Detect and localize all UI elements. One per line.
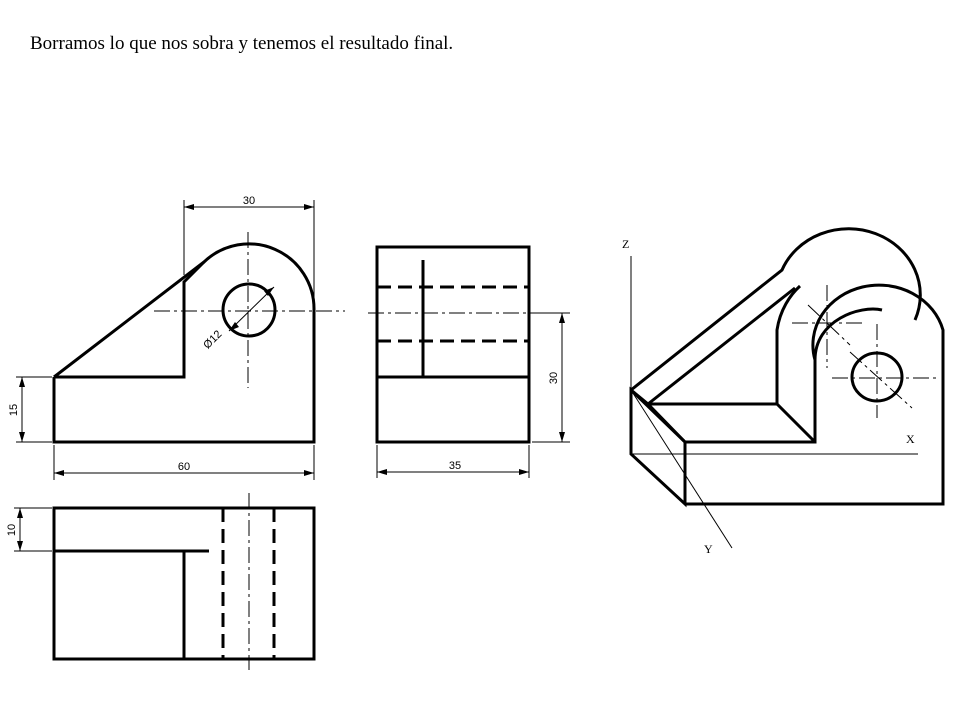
iso-notch-floor — [646, 402, 817, 444]
dim-arrow — [184, 204, 194, 210]
dim-label-front-top: 30 — [243, 195, 255, 207]
iso-front-face — [629, 386, 687, 508]
dim-arrow — [377, 469, 387, 475]
axis-label-z: Z — [622, 237, 629, 251]
axis-label-y: Y — [704, 542, 713, 556]
front-view: 30 60 15 Ø12 — [8, 195, 345, 480]
dim-arrow — [54, 470, 64, 476]
dim-label-top-depth: 10 — [6, 524, 18, 536]
iso-centerline-back-d — [807, 304, 851, 346]
side-view-outline — [375, 245, 531, 444]
dim-arrow — [304, 204, 314, 210]
dim-arrow — [264, 287, 274, 296]
front-view-hole — [221, 282, 277, 338]
iso-centerline-d — [849, 351, 913, 409]
dim-arrow — [19, 432, 25, 442]
dim-arrow — [229, 322, 239, 331]
iso-slope-top — [630, 227, 922, 392]
dim-label-front-base: 15 — [8, 404, 20, 416]
dim-arrow — [559, 313, 565, 323]
dim-arrow — [17, 508, 23, 518]
diameter-leader — [228, 286, 275, 332]
axis-y — [630, 389, 733, 549]
dim-arrow — [519, 469, 529, 475]
dim-label-hole-diameter: Ø12 — [201, 328, 224, 351]
isometric-view: Z X Y — [622, 227, 945, 556]
iso-slope-edge — [630, 388, 649, 406]
top-view: 10 — [6, 493, 316, 670]
dim-label-front-total: 60 — [178, 461, 190, 473]
dim-arrow — [559, 432, 565, 442]
front-view-notch — [54, 260, 206, 379]
caption-text: Borramos lo que nos sobra y tenemos el r… — [30, 33, 454, 54]
dim-label-side-width: 35 — [449, 460, 461, 472]
dim-arrow — [17, 541, 23, 551]
iso-slope-lower — [647, 286, 796, 406]
dim-arrow — [19, 377, 25, 387]
dim-label-side-height: 30 — [548, 372, 560, 384]
iso-boss-face — [811, 283, 945, 504]
dim-arrow — [304, 470, 314, 476]
axis-label-x: X — [906, 432, 915, 446]
side-view: 35 30 — [368, 245, 570, 478]
